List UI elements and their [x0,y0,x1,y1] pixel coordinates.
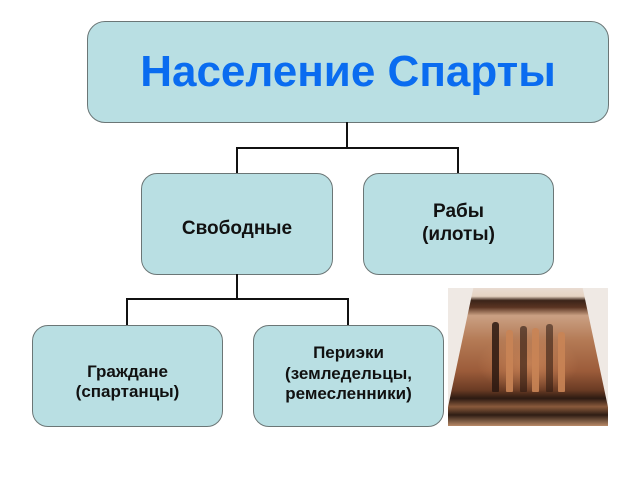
connector-level2-bar [236,147,459,149]
connector-to-citizens [126,298,128,326]
node-citizens-spartans: Граждане (спартанцы) [32,325,223,427]
connector-free-down [236,274,238,300]
root-node-sparta-population: Население Спарты [87,21,609,123]
warrior-figure [506,330,513,392]
node-slaves-helots: Рабы (илоты) [363,173,554,275]
connector-to-free [236,147,238,174]
node-slaves-label: Рабы (илоты) [422,201,495,245]
node-free-label: Свободные [181,217,293,239]
vase-painting-image [448,288,608,426]
node-citizens-label: Граждане (спартанцы) [75,361,180,401]
node-free: Свободные [141,173,333,275]
warrior-figure [532,328,539,392]
connector-root-down [346,122,348,149]
warrior-figure [546,324,553,392]
node-perioikoi: Периэки (земледельцы, ремесленники) [253,325,444,427]
node-perioikoi-label: Периэки (земледельцы, ремесленники) [285,343,412,404]
root-node-label: Население Спарты [140,46,556,96]
warrior-figure [492,322,499,392]
warrior-figure [558,332,565,392]
connector-level3-bar [126,298,349,300]
connector-to-slaves [457,147,459,174]
warrior-figure [520,326,527,392]
connector-to-perioikoi [347,298,349,326]
